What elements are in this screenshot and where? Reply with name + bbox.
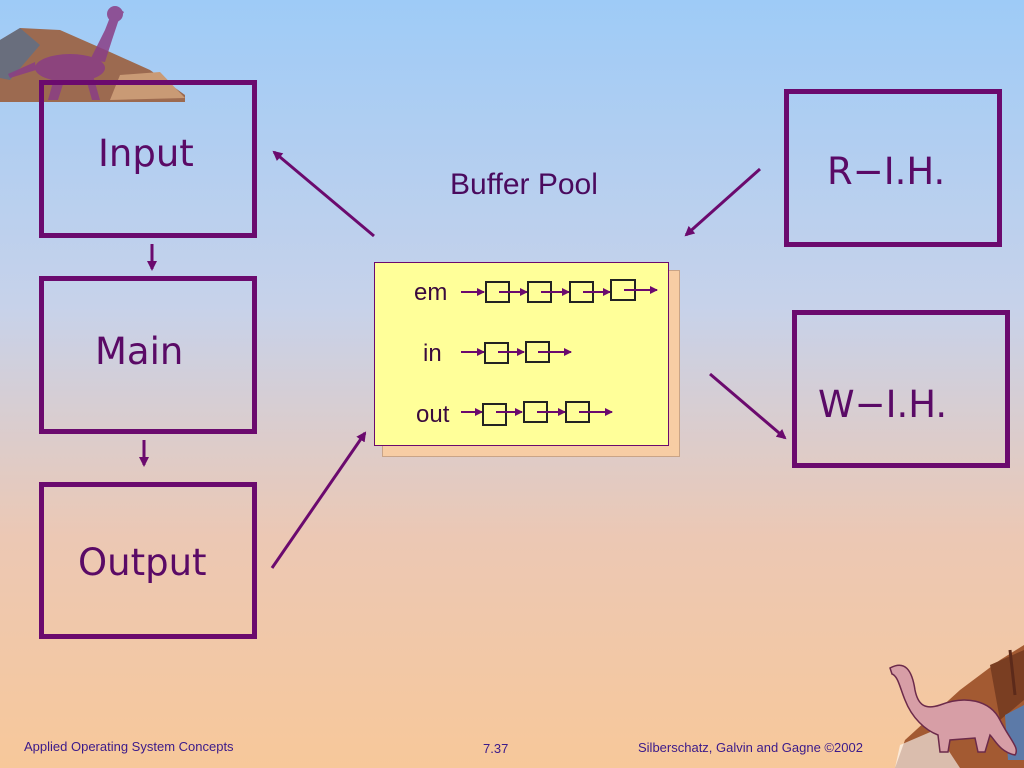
read-interrupt-handler-label: R−I.H. — [827, 150, 946, 193]
queue-label-out: out — [416, 401, 450, 428]
arrow-pool-to-wih — [709, 372, 787, 440]
queue-in — [461, 341, 572, 364]
queue-em — [461, 279, 658, 303]
footer-copyright: Silberschatz, Galvin and Gagne ©2002 — [638, 740, 863, 755]
queue-label-em: em — [414, 279, 448, 306]
footer-course-title: Applied Operating System Concepts — [24, 739, 234, 754]
footer-slide-number: 7.37 — [483, 741, 509, 756]
main-label: Main — [95, 330, 184, 373]
read-interrupt-handler-box — [784, 89, 1002, 247]
queue-label-in: in — [423, 340, 442, 367]
arrow-output-to-pool — [270, 431, 367, 569]
write-interrupt-handler-label: W−I.H. — [818, 383, 948, 426]
main-box — [39, 276, 257, 434]
queue-out — [461, 401, 613, 426]
arrow-rih-to-pool — [684, 167, 761, 237]
output-box — [39, 482, 257, 639]
buffer-pool-title: Buffer Pool — [450, 168, 598, 201]
input-label: Input — [98, 132, 194, 175]
output-label: Output — [78, 541, 207, 584]
write-interrupt-handler-box — [792, 310, 1010, 468]
input-box — [39, 80, 257, 238]
arrow-pool-to-input — [272, 150, 375, 238]
